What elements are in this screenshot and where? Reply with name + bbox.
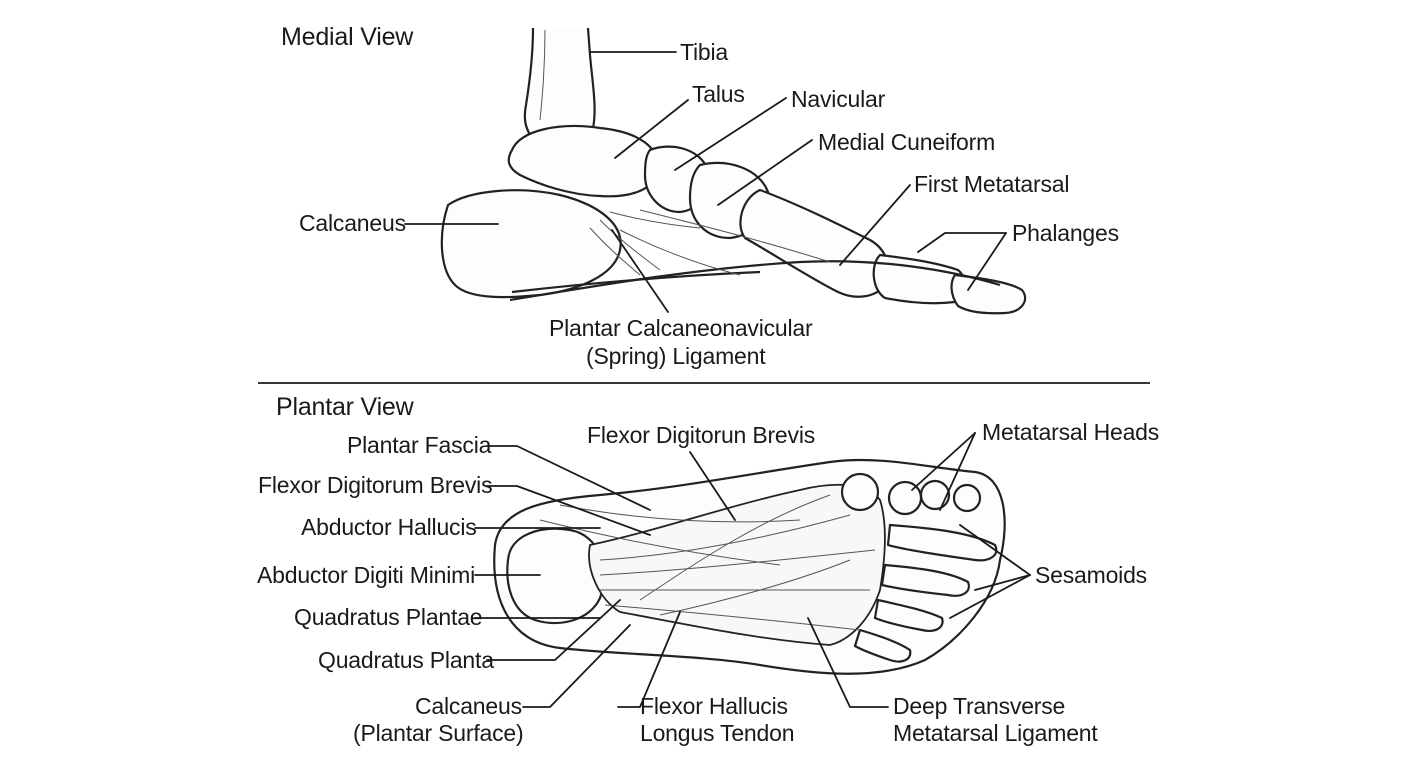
metatarsal-head-3 xyxy=(919,479,951,511)
label-talus: Talus xyxy=(692,81,745,107)
toe-2 xyxy=(880,563,970,597)
label-plantar-fascia: Plantar Fascia xyxy=(347,432,492,458)
medial-leader-lines xyxy=(404,51,1007,313)
label-calcaneus-plantar-line2: (Plantar Surface) xyxy=(353,720,524,746)
label-medial-cuneiform: Medial Cuneiform xyxy=(818,129,996,155)
plantar-view-drawing xyxy=(493,458,1006,675)
plantar-leader-lines xyxy=(474,432,1031,708)
label-calcaneus: Calcaneus xyxy=(299,210,406,236)
toe-3 xyxy=(873,598,944,632)
label-quadratus-plantae: Quadratus Plantae xyxy=(294,604,483,630)
calcaneus-bone xyxy=(440,189,622,299)
label-navicular: Navicular xyxy=(791,86,886,112)
proximal-phalanx-bone xyxy=(872,253,966,305)
talus-bone xyxy=(507,125,660,198)
label-flexor-hallucis-line1: Flexor Hallucis xyxy=(640,693,788,719)
label-calcaneus-plantar-line1: Calcaneus xyxy=(415,693,522,719)
label-deep-transverse-line1: Deep Transverse xyxy=(893,693,1066,719)
label-metatarsal-heads: Metatarsal Heads xyxy=(982,419,1160,445)
label-flexor-digitorun-brevis: Flexor Digitorun Brevis xyxy=(587,422,816,448)
label-deep-transverse-line2: Metatarsal Ligament xyxy=(893,720,1098,746)
label-first-metatarsal: First Metatarsal xyxy=(914,171,1070,197)
metatarsal-head-1 xyxy=(840,472,880,512)
distal-phalanx-bone xyxy=(950,273,1027,315)
first-metatarsal-bone xyxy=(739,188,890,298)
label-flexor-digitorum-brevis: Flexor Digitorum Brevis xyxy=(258,472,493,498)
toe-4 xyxy=(853,628,912,663)
label-abductor-digiti-minimi: Abductor Digiti Minimi xyxy=(257,562,475,588)
toe-1 xyxy=(886,523,998,562)
sole-outline xyxy=(509,260,1001,302)
metatarsal-head-4 xyxy=(952,483,982,513)
label-tibia: Tibia xyxy=(680,39,728,65)
label-spring-ligament-line2: (Spring) Ligament xyxy=(586,343,766,369)
label-sesamoids: Sesamoids xyxy=(1035,562,1147,588)
label-flexor-hallucis-line2: Longus Tendon xyxy=(640,720,795,746)
medial-view-drawing xyxy=(440,27,1027,315)
label-phalanges: Phalanges xyxy=(1012,220,1119,246)
label-spring-ligament-line1: Plantar Calcaneonavicular xyxy=(549,315,813,341)
label-quadratus-planta: Quadratus Planta xyxy=(318,647,494,673)
plantar-view-title: Plantar View xyxy=(276,393,414,421)
medial-view-title: Medial View xyxy=(281,23,414,51)
label-abductor-hallucis: Abductor Hallucis xyxy=(301,514,477,540)
plantar-calcaneus xyxy=(506,527,605,625)
